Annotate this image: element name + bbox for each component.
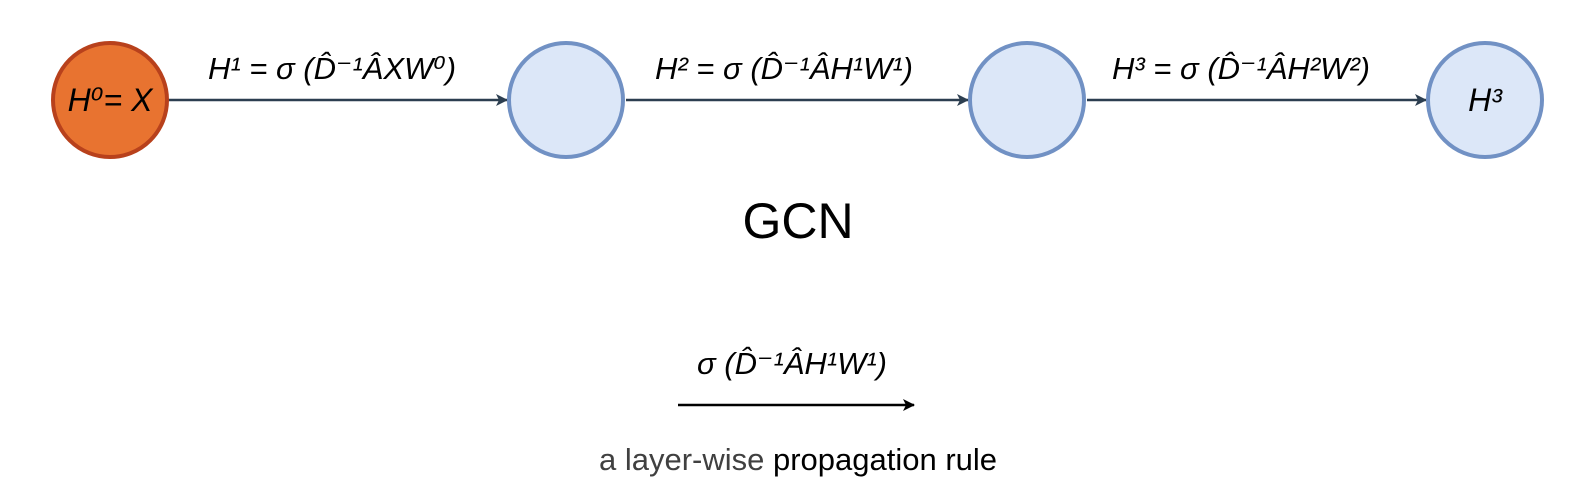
node-input-h0	[51, 41, 169, 159]
edge-label-h1-formula: H¹ = σ (D̂⁻¹ÂXW⁰)	[208, 50, 456, 86]
node-output-label: H³	[1468, 82, 1503, 118]
edge-label-h2-formula: H² = σ (D̂⁻¹ÂH¹W¹)	[655, 50, 913, 86]
edge-labels-group: H¹ = σ (D̂⁻¹ÂXW⁰) H² = σ (D̂⁻¹ÂH¹W¹) H³ …	[208, 50, 1370, 86]
node-input-label: H⁰= X	[68, 82, 155, 118]
node-output-h3	[1426, 41, 1544, 159]
node-hidden-layer-2	[968, 41, 1086, 159]
node-hidden-layer-1	[507, 41, 625, 159]
legend-caption-prefix: a layer-wise	[599, 442, 764, 477]
legend-caption-suffix: propagation rule	[764, 442, 997, 477]
legend-group: σ (D̂⁻¹ÂH¹W¹) a layer-wise propagation r…	[599, 345, 997, 477]
nodes-group: H⁰= X H³	[51, 41, 1544, 159]
edge-label-h3-formula: H³ = σ (D̂⁻¹ÂH²W²)	[1112, 50, 1370, 86]
legend-caption: a layer-wise propagation rule	[599, 442, 997, 477]
diagram-title: GCN	[742, 193, 853, 249]
legend-formula: σ (D̂⁻¹ÂH¹W¹)	[697, 345, 887, 381]
